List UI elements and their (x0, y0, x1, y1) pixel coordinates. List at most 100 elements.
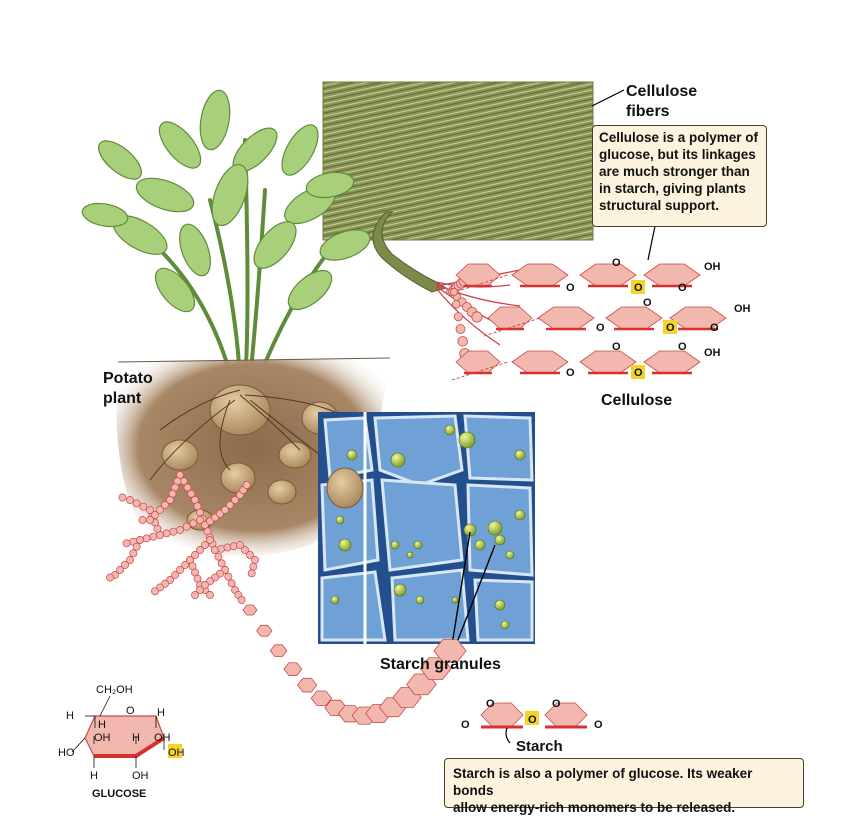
starch-linkage-highlight (525, 711, 539, 725)
cellulose-ring-10 (579, 263, 637, 287)
cellulose-ring-42 (643, 350, 701, 374)
starch-bead-103 (201, 581, 209, 589)
cellulose-o-1c: O (634, 282, 643, 294)
glucose-title: GLUCOSE (92, 788, 146, 800)
starch-bead-25 (169, 527, 178, 536)
cellulose-o-3c: O (634, 367, 643, 379)
glucose-h-4: H (132, 732, 140, 744)
starch-granule-pointers (451, 531, 496, 646)
glucose-oh-4: OH (132, 770, 149, 782)
starch-bead-13 (214, 552, 223, 561)
potato-plant-label-2: plant (103, 390, 142, 407)
starch-bead-97 (146, 516, 154, 524)
cellulose-fibers-label-1: Cellulose (626, 83, 697, 100)
starch-bead-54 (242, 481, 251, 489)
starch-bead-23 (182, 522, 191, 531)
starch-bead-61 (246, 551, 254, 559)
cellulose-fiber-strand (372, 211, 448, 293)
glucose-oh-1: OH (94, 732, 111, 744)
cellulose-o-1b: O (612, 257, 621, 269)
cellulose-bead-33 (455, 324, 466, 334)
starch-chain-unit-0 (242, 604, 258, 616)
starch-o-1: O (461, 719, 470, 731)
starch-bead-93 (166, 496, 174, 504)
starch-bead-34 (201, 541, 209, 549)
starch-bead-78 (121, 561, 129, 569)
starch-bead-76 (129, 549, 138, 558)
starch-bead-14 (217, 559, 226, 568)
starch-chain-unit-1 (256, 624, 273, 637)
cellulose-info-line-2: glucose, but its linkages (599, 147, 756, 162)
cellulose-fibers-label-2: fibers (626, 103, 670, 120)
cellulose-bead-20 (471, 311, 483, 323)
starch-o-2: O (486, 698, 495, 710)
starch-bead-94 (161, 501, 169, 509)
cellulose-ring-12 (643, 263, 701, 287)
glucose-structure: CH₂OH O H H H OH OH H HO OH H OH GLUCOSE (58, 684, 185, 800)
cellulose-ring-23 (537, 306, 595, 330)
potato-plant-label-1: Potato (103, 370, 153, 387)
starch-bead-75 (132, 542, 141, 551)
starch-bead-62 (251, 556, 259, 564)
cellulose-ring-40 (579, 350, 637, 374)
starch-bead-26 (162, 529, 171, 538)
glucose-h-2: H (157, 707, 165, 719)
cellulose-ring-21 (487, 306, 533, 330)
starch-chain-unit-3 (283, 662, 303, 676)
starch-bead-17 (227, 579, 236, 588)
glucose-h-3: H (98, 719, 106, 731)
starch-o-4: O (552, 698, 561, 710)
starch-bead-50 (226, 501, 234, 509)
starch-bead-69 (146, 506, 154, 514)
starch-bead-60 (241, 546, 249, 554)
starch-label: Starch (516, 738, 563, 755)
starch-bead-29 (142, 534, 151, 543)
cellulose-o-3b: O (612, 341, 621, 353)
starch-bead-32 (122, 539, 131, 548)
starch-bead-64 (247, 569, 256, 578)
cellulose-bead-34 (457, 336, 468, 347)
glucose-h-1: H (66, 710, 74, 722)
starch-granules-label: Starch granules (380, 656, 501, 673)
starch-bead-33 (206, 536, 214, 544)
starch-bead-3 (187, 489, 196, 498)
starch-bead-16 (224, 572, 233, 581)
cellulose-linkages (631, 280, 677, 379)
starch-bead-36 (191, 551, 199, 559)
cellulose-o-1a: O (566, 282, 575, 294)
cellulose-o-2a: O (596, 322, 605, 334)
starch-bead-71 (132, 499, 141, 508)
cellulose-oh-1: OH (704, 261, 721, 273)
starch-bead-20 (237, 596, 246, 604)
cellulose-o-2c: O (666, 322, 675, 334)
starch-bead-59 (236, 541, 244, 549)
starch-bead-63 (249, 562, 258, 571)
starch-bead-96 (151, 511, 159, 519)
glucose-ring-o: O (126, 705, 135, 717)
starch-chain (242, 604, 588, 729)
cellulose-info-line-4: in starch, giving plants (599, 181, 747, 196)
cellulose-o-3d: O (678, 341, 687, 353)
cellulose-bead-30 (450, 288, 458, 296)
starch-o-3: O (528, 714, 537, 726)
starch-bead-21 (196, 516, 204, 524)
cellulose-o-1d: O (678, 282, 687, 294)
starch-bead-49 (221, 506, 229, 514)
starch-bead-98 (138, 516, 147, 524)
cellulose-o-2d: O (710, 322, 719, 334)
cellulose-o-3a: O (566, 367, 575, 379)
starch-bead-39 (176, 566, 184, 574)
starch-bead-35 (196, 546, 204, 554)
starch-o-5: O (594, 719, 603, 731)
cellulose-bead-32 (453, 312, 463, 322)
cellulose-info-line-3: are much stronger than (599, 164, 750, 179)
starch-bead-2 (183, 483, 192, 492)
starch-bead-81 (106, 573, 114, 582)
starch-bead-88 (206, 591, 214, 599)
cellulose-chains (446, 263, 727, 381)
starch-bead-105 (191, 591, 199, 599)
starch-bead-104 (196, 586, 204, 594)
starch-bead-40 (171, 571, 179, 579)
starch-bead-72 (126, 496, 134, 504)
